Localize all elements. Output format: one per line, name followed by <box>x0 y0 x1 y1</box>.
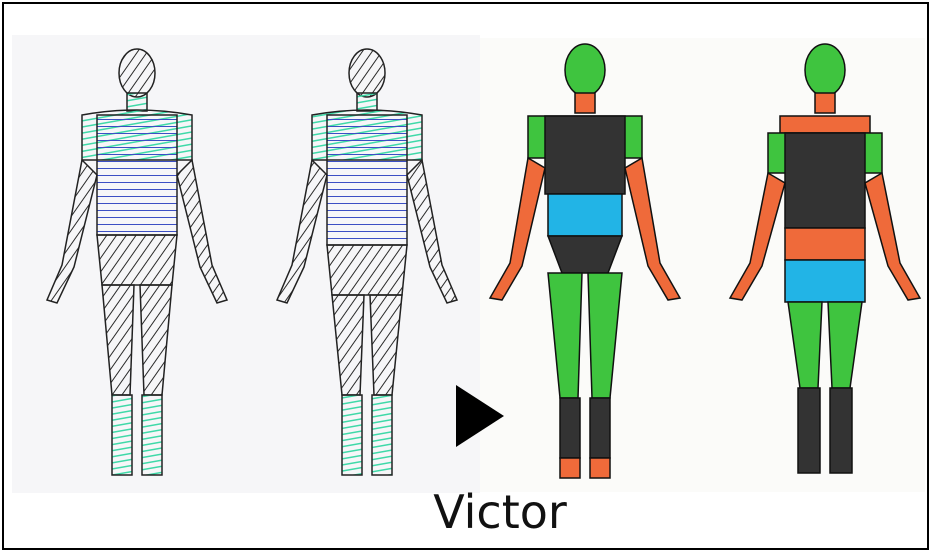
front-figure-hatched <box>47 49 227 475</box>
after-body-chart <box>480 38 925 492</box>
back-figure-hatched <box>277 49 457 475</box>
caption-name: Victor <box>380 482 620 542</box>
play-triangle-icon <box>456 385 504 447</box>
before-body-chart <box>12 35 480 493</box>
back-figure-colored <box>730 44 920 473</box>
front-figure-colored <box>490 44 680 478</box>
